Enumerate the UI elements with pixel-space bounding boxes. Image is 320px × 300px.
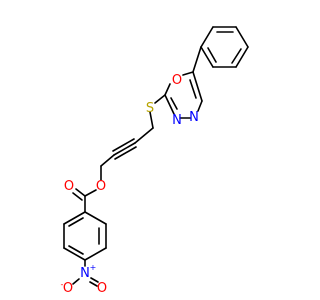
alkyne-triple-bond [112, 138, 137, 160]
nitro-n-charge: + [90, 263, 97, 272]
oxadiazole-ring [164, 71, 203, 119]
atom-oxygen-ester: O [96, 179, 106, 194]
atom-nitrogen-4: N [189, 110, 199, 125]
nitro-bonds [72, 277, 99, 287]
atom-nitrogen-3: N [172, 113, 182, 128]
bond-oester-carbonyl [84, 189, 97, 197]
bond-ch2-alkyne [134, 127, 154, 144]
atom-nitrogen-nitro: N [80, 266, 90, 281]
atom-sulfur: S [146, 101, 154, 116]
atom-oxygen-carbonyl: O [64, 179, 74, 194]
atom-oxygen-nitro-2: O [97, 281, 107, 296]
bond-alkyne-ch2 [100, 154, 115, 167]
nitro-o-charge: - [61, 280, 64, 289]
carbonyl-double-bond [72, 188, 86, 201]
structure-diagram: S O N N O O N + O - O [61, 26, 249, 296]
phenyl-ring [200, 26, 249, 68]
molecule-canvas: S O N N O O N + O - O [61, 26, 249, 296]
atom-oxygen-nitro-1: O [63, 281, 73, 296]
bond-s-ch2 [149, 111, 154, 129]
nitrobenzene-ring [63, 211, 107, 261]
bond-oxadiazole-s [154, 94, 166, 104]
bond-phenyl-oxadiazole [192, 46, 202, 73]
atom-oxygen-ring: O [172, 73, 182, 88]
